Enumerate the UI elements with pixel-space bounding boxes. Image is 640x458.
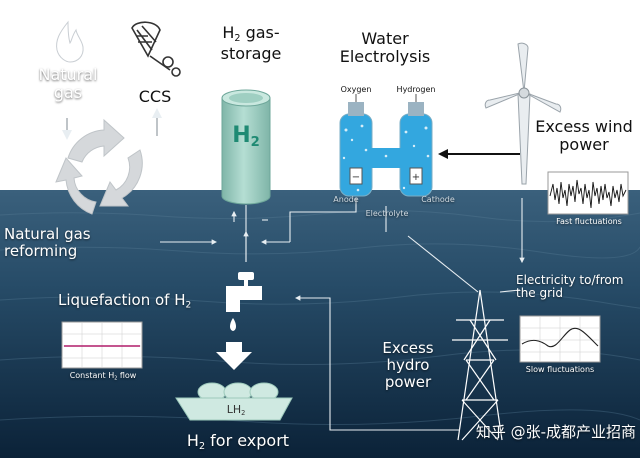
capture-net-icon [131, 21, 181, 77]
water-electrolysis-label: Water Electrolysis [339, 29, 431, 66]
ccs-label: CCS [138, 87, 172, 106]
liquefaction-label: Liquefaction of H2 [58, 291, 192, 311]
transmission-pylon-icon [452, 289, 508, 441]
watermark: 知乎 @张-成都产业招商 [475, 423, 636, 441]
fast-fluctuations-label: Fast fluctuations [556, 217, 622, 226]
h2-export-label: H2 for export [186, 431, 290, 452]
h2-storage-label: H2 gas-storage [220, 23, 282, 63]
fast-fluctuation-chart [547, 171, 629, 215]
wind-turbine-icon [484, 42, 562, 185]
excess-wind-power-label: Excess wind power [535, 117, 633, 154]
anode-label: Anode [333, 195, 359, 204]
electricity-grid-label: Electricity to/from the grid [516, 273, 624, 301]
flame-icon [56, 20, 84, 63]
h2-storage-tank [221, 89, 271, 205]
constant-flow-chart [61, 321, 143, 369]
down-to-ship-arrow [216, 342, 252, 370]
hydrogen-label: Hydrogen [396, 85, 436, 94]
ship-lh2-label: LH2 [226, 403, 246, 417]
cathode-label: Cathode [421, 195, 455, 204]
svg-text:+: + [412, 172, 420, 183]
reforming-cycle-icon [55, 118, 143, 215]
natural-gas-label: Natural gas [38, 65, 98, 102]
electrolyzer: − + [339, 94, 433, 197]
electrolyte-label: Electrolyte [365, 209, 409, 218]
oxygen-label: Oxygen [340, 85, 372, 94]
natural-gas-reforming-label: Natural gas reforming [4, 225, 91, 260]
constant-flow-label: Constant H2 flow [69, 371, 137, 382]
excess-hydro-power-label: Excess hydro power [382, 339, 434, 391]
flow-lines [160, 198, 525, 431]
svg-text:−: − [352, 172, 360, 183]
slow-fluctuation-chart [519, 315, 601, 363]
tank-h2-label: H2 [232, 123, 260, 150]
lh2-ship-icon [175, 382, 293, 421]
liquefaction-faucet-icon [226, 272, 262, 331]
slow-fluctuations-label: Slow fluctuations [525, 365, 595, 374]
